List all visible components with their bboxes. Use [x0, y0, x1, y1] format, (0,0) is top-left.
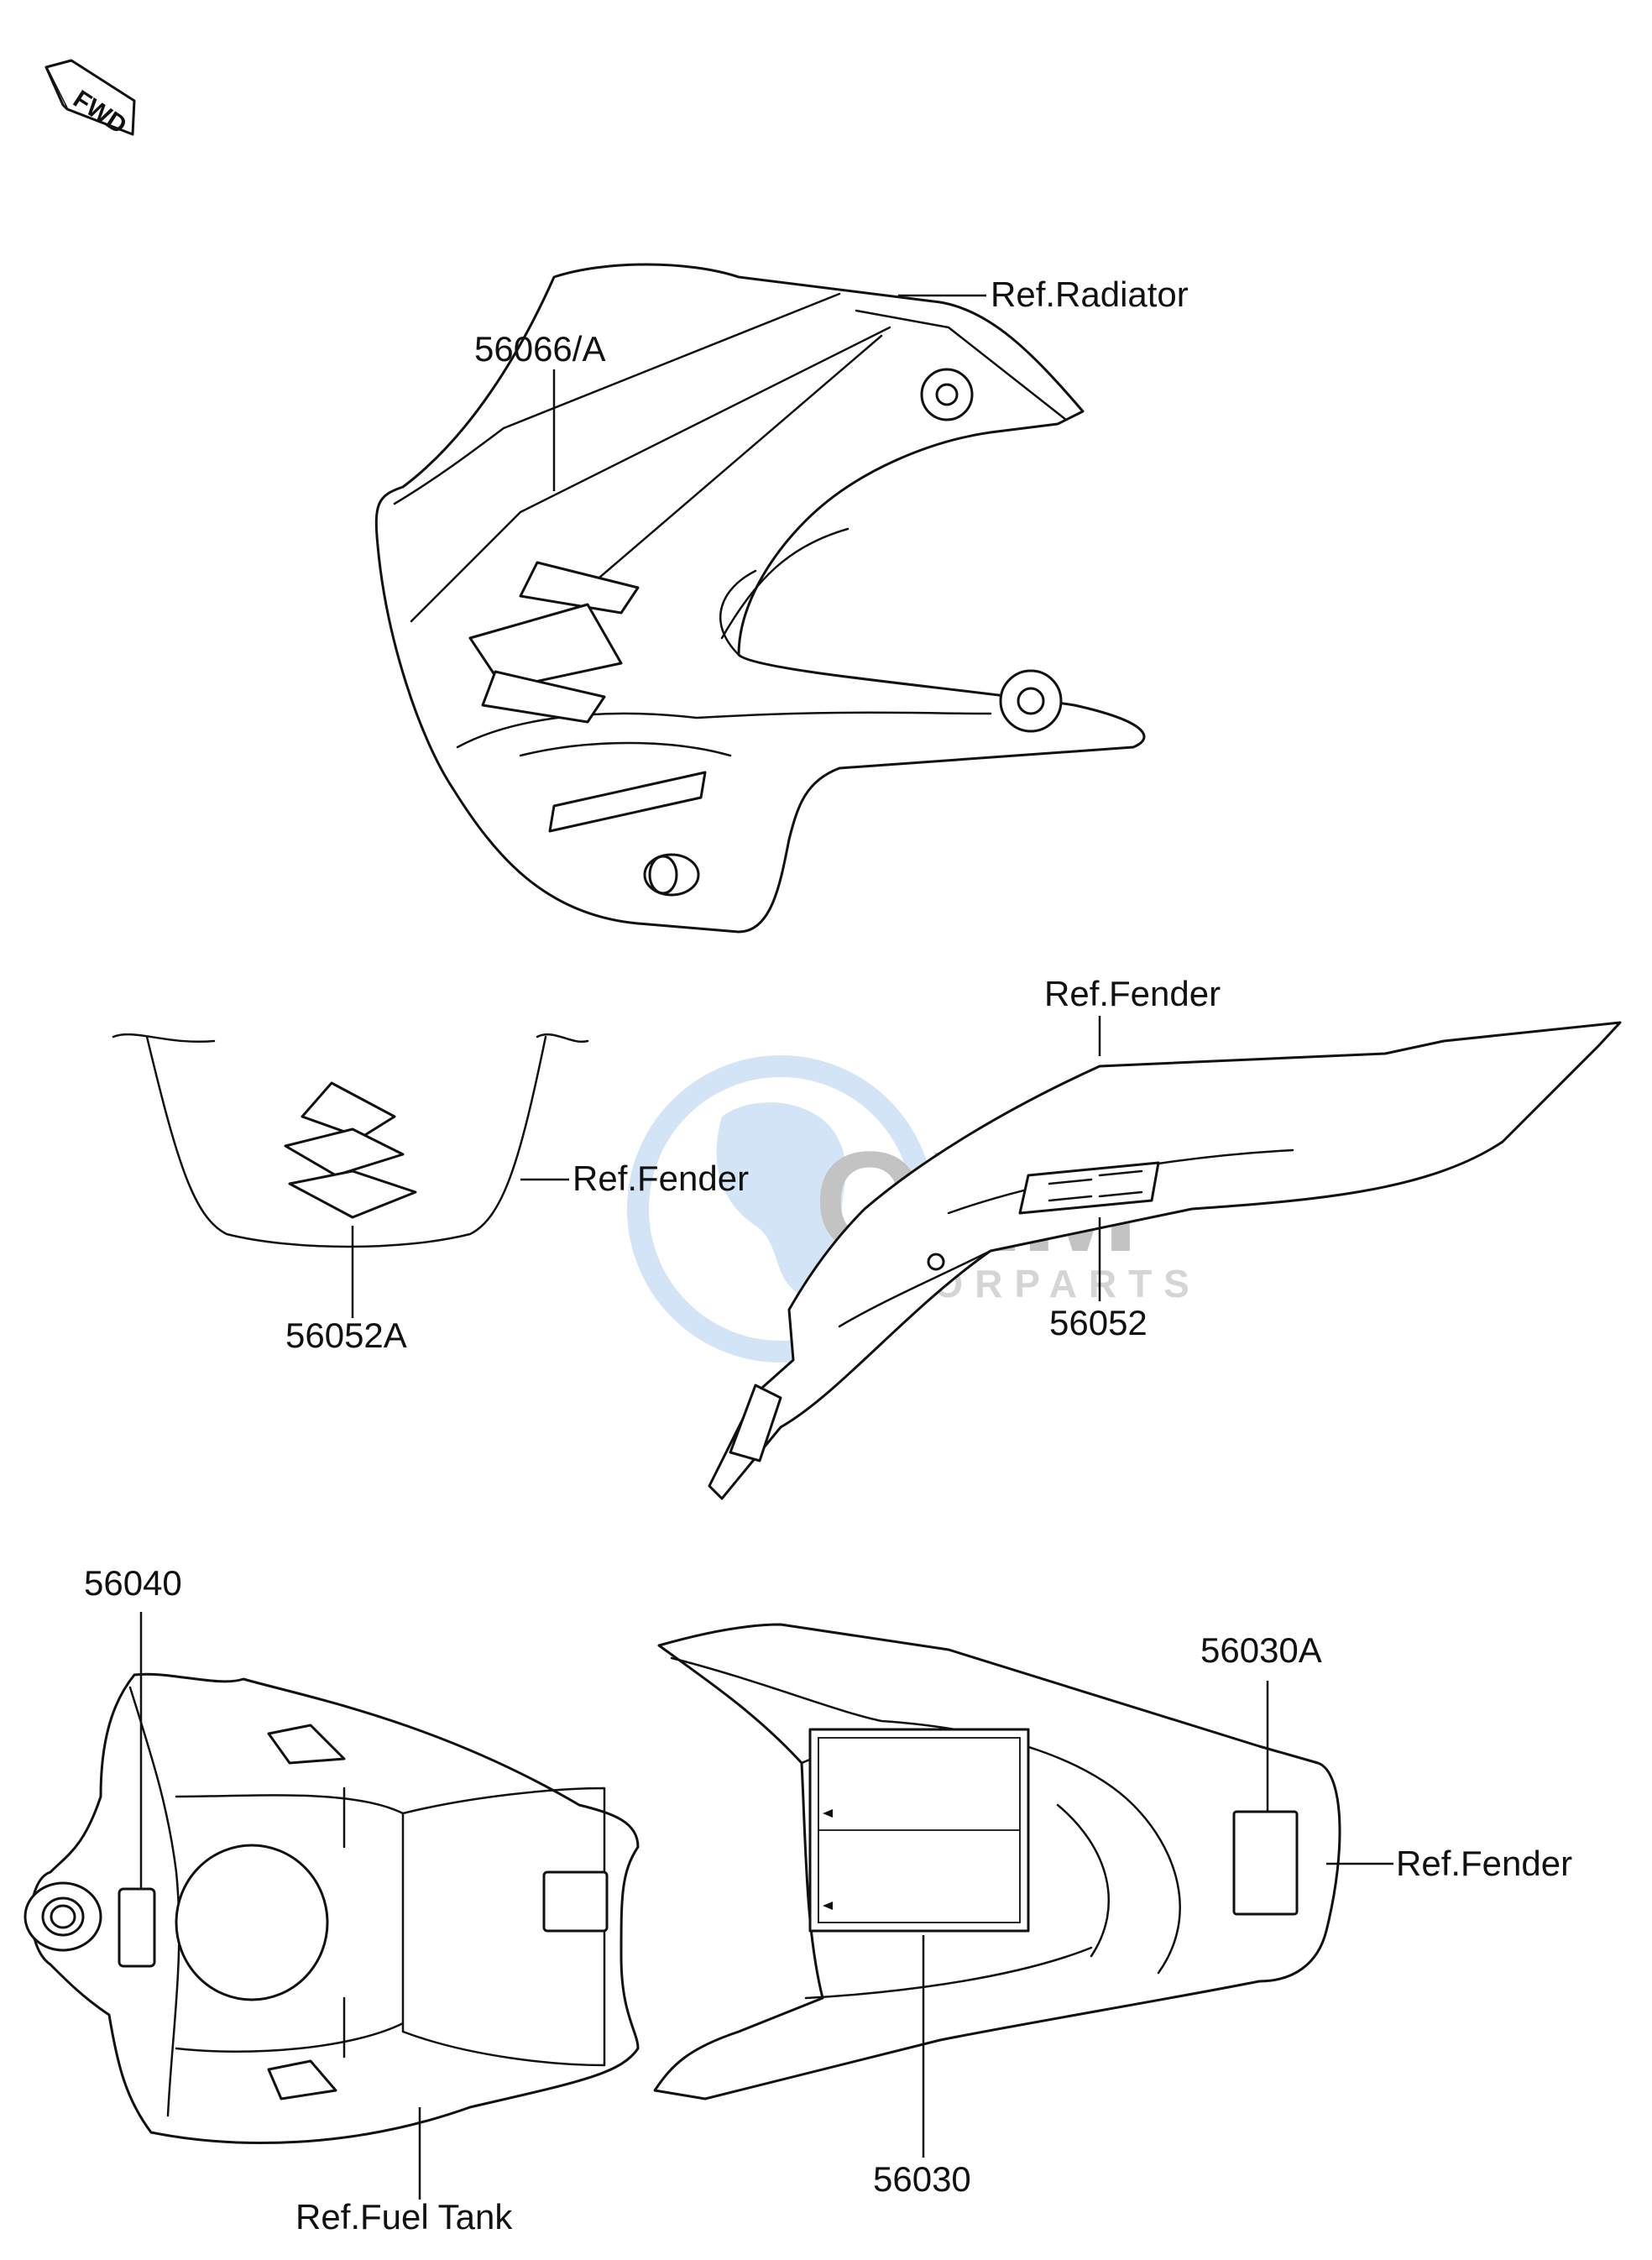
part-label-56040: 56040 [84, 1563, 182, 1603]
fuel-tank: 56040 Ref.Fuel Tank [24, 1563, 640, 2236]
ref-fender-label-rear: Ref.Fender [1396, 1844, 1572, 1883]
part-label-56052a: 56052A [285, 1316, 407, 1355]
part-label-56030a: 56030A [1200, 1630, 1322, 1670]
rear-side-fender: Ref.Fender 56052 [708, 974, 1622, 1500]
part-label-56030: 56030 [873, 2159, 971, 2199]
ref-fender-label-front: Ref.Fender [572, 1159, 749, 1198]
fuel-cap-opening [175, 1844, 329, 2001]
radiator-shroud: 56066/A Ref.Radiator [374, 263, 1189, 934]
ref-fender-label-side: Ref.Fender [1044, 974, 1221, 1013]
decal-56040 [118, 1887, 156, 1968]
front-fender: 56052A Ref.Fender [112, 1033, 749, 1355]
ref-fuel-tank-label: Ref.Fuel Tank [295, 2197, 513, 2236]
decal-56030a [1232, 1810, 1299, 1916]
ref-radiator-label: Ref.Radiator [991, 275, 1189, 314]
rear-fender: 56030A 56030 Ref.Fender [653, 1623, 1572, 2199]
fwd-arrow-icon: FWD [44, 59, 136, 139]
part-label-56066a: 56066/A [474, 329, 605, 369]
part-label-56052: 56052 [1049, 1303, 1148, 1342]
